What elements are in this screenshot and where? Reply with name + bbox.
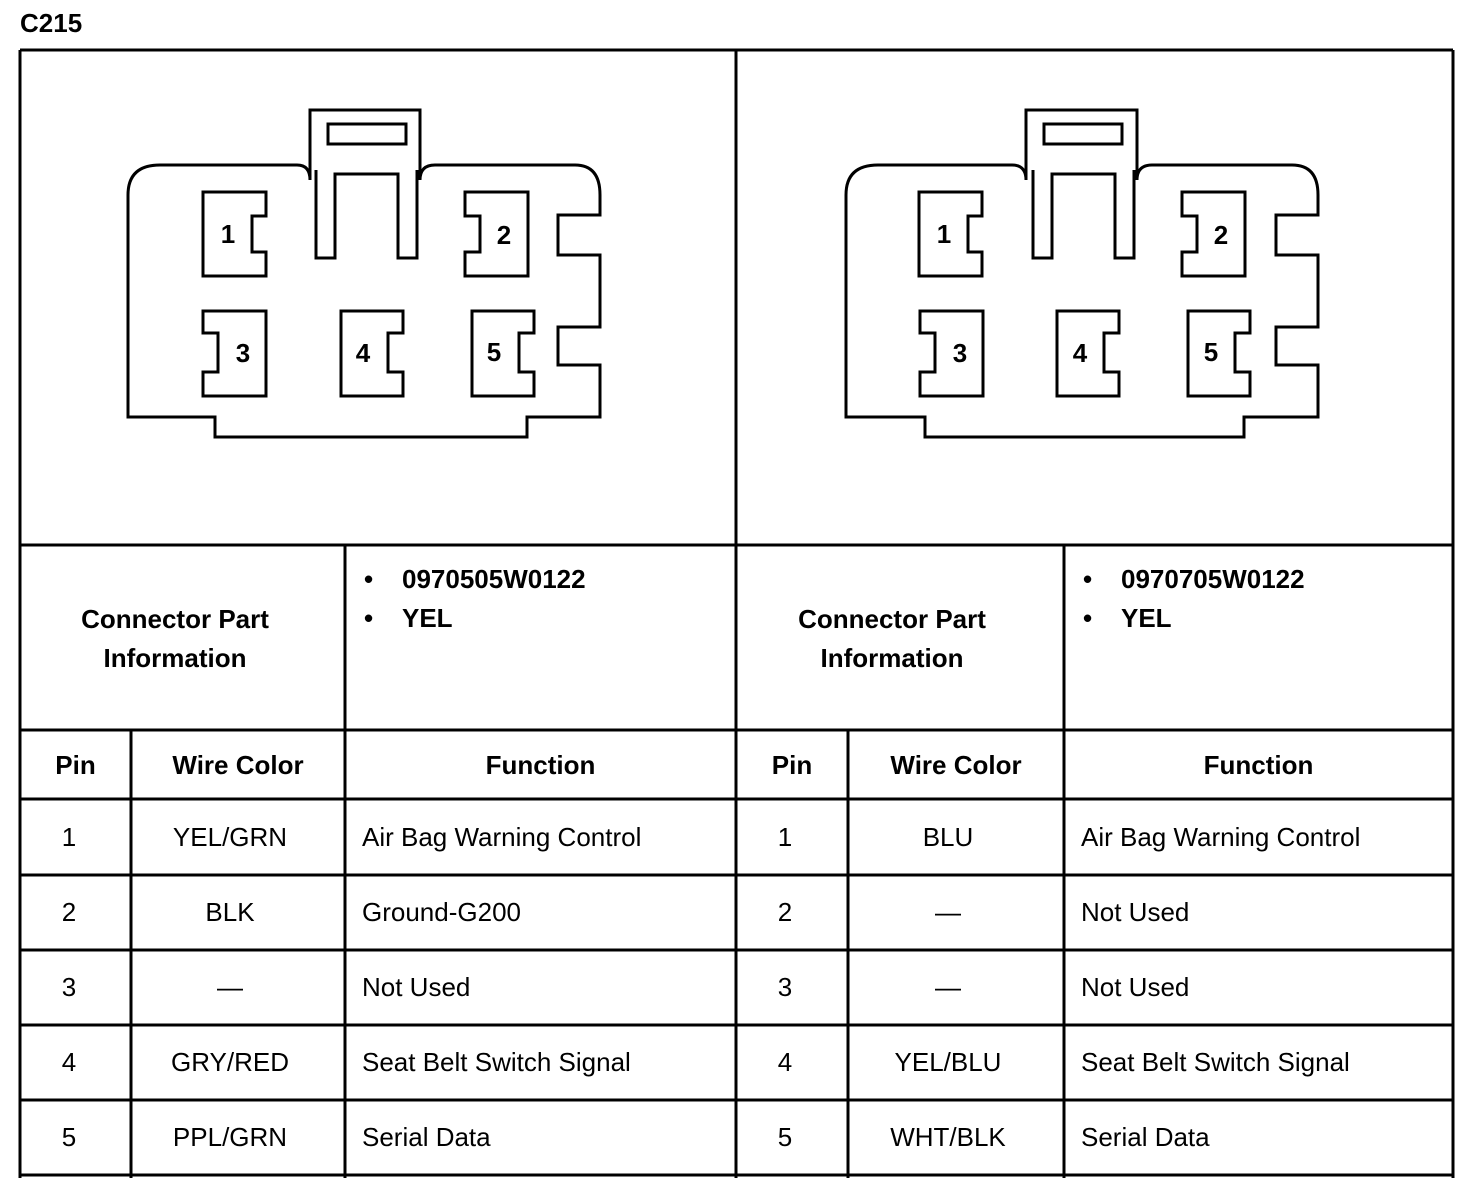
cavity-5-label: 5	[1204, 337, 1218, 367]
pin-cell: 4	[777, 1047, 793, 1077]
connector-color: YEL	[402, 603, 453, 633]
wire-color-cell: —	[935, 972, 961, 1002]
pin-column-header: Pin	[55, 750, 96, 780]
cavity-2-label: 2	[1214, 220, 1228, 250]
wire-color-cell: PPL/GRN	[172, 1122, 288, 1152]
wire-color-cell: YEL/BLU	[894, 1047, 1002, 1077]
function-cell: Air Bag Warning Control	[362, 822, 642, 852]
connector-part-label: Connector Part Information	[798, 604, 986, 673]
wire-color-cell: —	[935, 897, 961, 927]
pin-cell: 1	[61, 822, 77, 852]
function-cell: Not Used	[362, 972, 471, 1002]
function-cell: Ground-G200	[362, 897, 521, 927]
wire-color-cell: YEL/GRN	[172, 822, 288, 852]
wire-color-cell: WHT/BLK	[890, 1122, 1006, 1152]
function-cell: Not Used	[1081, 897, 1190, 927]
cavity-1-label: 1	[221, 219, 235, 249]
cavity-3-label: 3	[953, 338, 967, 368]
connector-title: C215	[20, 8, 83, 38]
wire-color-cell: BLK	[205, 897, 255, 927]
wire-color-column-header: Wire Color	[890, 750, 1022, 780]
connector-face-drawing-2	[844, 108, 1320, 439]
connector-part-info: •0970505W0122 •YEL	[364, 560, 586, 638]
part-number: 0970505W0122	[402, 564, 586, 594]
pin-cell: 3	[777, 972, 793, 1002]
wire-color-cell: —	[217, 972, 243, 1002]
pin-column-header: Pin	[771, 750, 813, 780]
function-column-header: Function	[1203, 750, 1314, 780]
pin-cell: 4	[61, 1047, 77, 1077]
function-cell: Not Used	[1081, 972, 1190, 1002]
cavity-4-label: 4	[356, 338, 371, 368]
cavity-3-label: 3	[236, 338, 250, 368]
function-cell: Seat Belt Switch Signal	[362, 1047, 631, 1077]
connector-color: YEL	[1121, 603, 1172, 633]
pin-cell: 3	[61, 972, 77, 1002]
function-column-header: Function	[485, 750, 596, 780]
cavity-2-label: 2	[497, 220, 511, 250]
connector-part-info: •0970705W0122 •YEL	[1083, 560, 1305, 638]
function-cell: Air Bag Warning Control	[1081, 822, 1361, 852]
pin-cell: 2	[777, 897, 793, 927]
cavity-5-label: 5	[487, 337, 501, 367]
function-cell: Seat Belt Switch Signal	[1081, 1047, 1350, 1077]
connector-face-drawing-1	[126, 108, 602, 439]
cavity-4-label: 4	[1073, 338, 1088, 368]
function-cell: Serial Data	[362, 1122, 491, 1152]
pin-cell: 1	[777, 822, 793, 852]
pin-cell: 5	[61, 1122, 77, 1152]
wire-color-cell: GRY/RED	[171, 1047, 289, 1077]
function-cell: Serial Data	[1081, 1122, 1210, 1152]
part-number: 0970705W0122	[1121, 564, 1305, 594]
pin-cell: 2	[61, 897, 77, 927]
pin-cell: 5	[777, 1122, 793, 1152]
connector-part-label: Connector Part Information	[81, 604, 269, 673]
cavity-1-label: 1	[937, 219, 951, 249]
wire-color-cell: BLU	[922, 822, 974, 852]
wire-color-column-header: Wire Color	[172, 750, 304, 780]
